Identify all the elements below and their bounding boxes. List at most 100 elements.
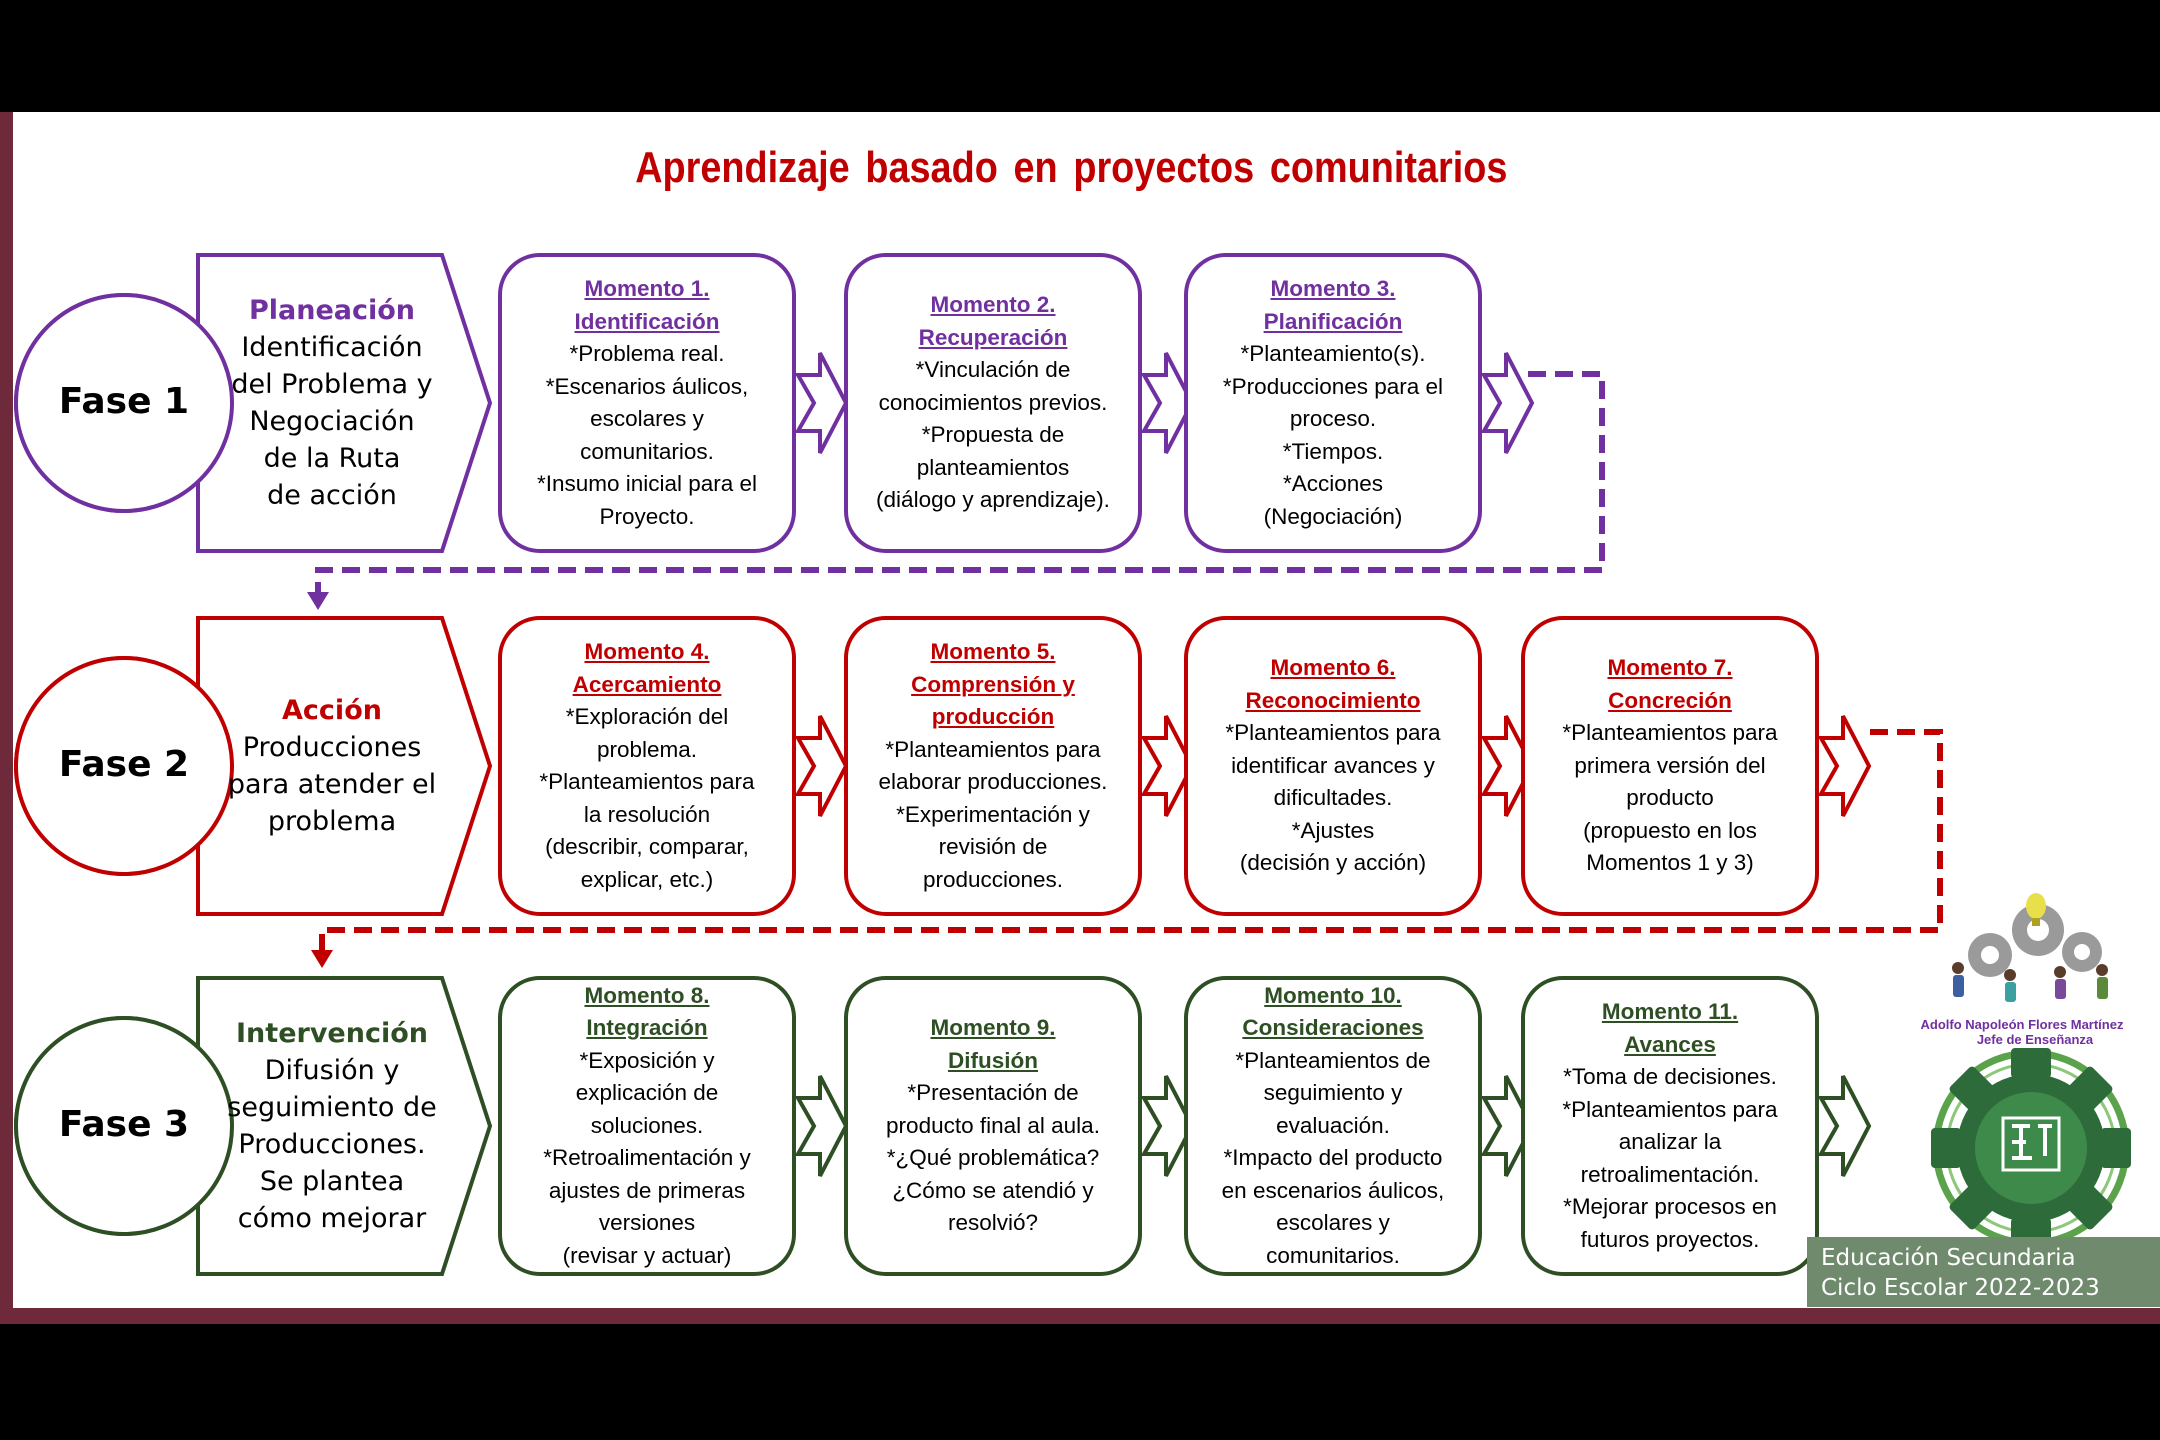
chevron-arrow-icon: [794, 1075, 849, 1177]
momento-title: Comprensión y: [911, 671, 1075, 697]
phase-card: [196, 976, 493, 1276]
momento-line: *Exploración del: [565, 704, 729, 729]
phase-card: [196, 253, 493, 553]
phase-line: Identificación: [241, 332, 423, 363]
momento-title: Momento 4.: [584, 639, 710, 664]
momento-line: (decisión y acción): [1239, 850, 1427, 876]
momento-title: Momento 8.: [584, 982, 710, 1008]
momento-line: elaborar producciones.: [878, 769, 1108, 794]
momento-line: *Producciones para el: [1222, 373, 1444, 399]
momento-title: Integración: [586, 1015, 708, 1041]
fase-circle-front: [14, 1016, 234, 1236]
phase-line: para atender el: [227, 769, 437, 800]
momento-box: [1184, 616, 1482, 916]
momento-line: *Presentación de: [907, 1080, 1079, 1106]
fase-label: Fase 1: [58, 381, 190, 422]
chevron-arrow-icon: [794, 352, 849, 454]
momento-line: conocimientos previos.: [878, 389, 1108, 415]
footer-line-1: Educación Secundaria: [1821, 1245, 2076, 1271]
momento-line: *Ajustes: [1291, 817, 1375, 843]
momento-text: Momento 3.Planificación*Planteamiento(s)…: [1190, 273, 1476, 533]
chevron-arrow-icon: [1140, 1075, 1195, 1177]
momento-text: Momento 7.Concreción*Planteamientos para…: [1527, 652, 1813, 880]
momento-box: [844, 976, 1142, 1276]
momento-line: dificultades.: [1273, 785, 1393, 811]
momento-title: Concreción: [1608, 687, 1732, 713]
momento-line: producto: [1626, 785, 1714, 811]
momento-text: Momento 1.Identificación*Problema real.*…: [504, 273, 790, 533]
connector-phase1-to-phase2: [315, 371, 1605, 594]
left-accent-strip: [0, 112, 13, 1324]
bottom-accent-strip: [0, 1308, 2160, 1324]
momento-line: *Vinculación de: [915, 357, 1071, 383]
seal-emblem: [1931, 1048, 2131, 1248]
phase-line: del Problema y: [231, 369, 433, 400]
momento-title: Recuperación: [918, 324, 1068, 350]
momento-line: evaluación.: [1276, 1112, 1390, 1138]
momento-title: Reconocimiento: [1245, 687, 1421, 713]
momento-line: *Planteamientos de: [1235, 1047, 1431, 1073]
phase-line: de la Ruta: [263, 443, 401, 474]
momento-box: [1184, 976, 1482, 1276]
momento-line: analizar la: [1618, 1129, 1722, 1154]
fase-label: Fase 3: [58, 1104, 190, 1145]
momento-box: [498, 253, 796, 553]
momento-line: *Planteamientos para: [1562, 720, 1778, 746]
phase-line: de acción: [267, 480, 397, 511]
momento-line: *Impacto del producto: [1223, 1145, 1443, 1171]
momento-title: Consideraciones: [1242, 1015, 1424, 1041]
momento-line: (propuesto en los: [1583, 817, 1757, 843]
momento-line: *Retroalimentación y: [543, 1145, 751, 1171]
momento-line: escolares y: [590, 406, 704, 431]
momento-line: comunitarios.: [1266, 1242, 1400, 1268]
momento-line: futuros proyectos.: [1580, 1226, 1760, 1252]
momento-title: Planificación: [1263, 308, 1403, 334]
phase-title: Intervención: [236, 1018, 428, 1049]
momento-text: Momento 10. Consideraciones *Planteamiento…: [1190, 980, 1476, 1273]
momento-line: *Propuesta de: [921, 422, 1065, 448]
momento-text: Momento 2. Recuperación *Vinculación de con…: [850, 289, 1136, 517]
momento-title: Momento 10.: [1264, 982, 1402, 1008]
momento-title: Momento 9.: [930, 1015, 1056, 1041]
connector-arrowhead-icon: [311, 950, 333, 968]
logo-name-line: Adolfo Napoleón Flores Martínez: [1920, 1017, 2124, 1032]
momento-line: *Planteamiento(s).: [1240, 341, 1426, 366]
chevron-arrow-icon: [794, 715, 849, 817]
phase-title: Planeación: [248, 295, 416, 326]
momento-line: *Planteamientos para: [1225, 720, 1441, 746]
momento-line: explicar, etc.): [580, 866, 714, 892]
chevron-arrow-icon: [1480, 352, 1535, 454]
phase-line: problema: [267, 806, 397, 837]
momento-line: *Toma de decisiones.: [1563, 1064, 1777, 1089]
momento-line: retroalimentación.: [1580, 1161, 1760, 1187]
momento-title: Momento 5.: [930, 639, 1056, 664]
connector-arrowhead-icon: [307, 592, 329, 610]
momento-title: Momento 2.: [930, 292, 1056, 318]
momento-line: soluciones.: [590, 1112, 704, 1138]
footer-line-2: Ciclo Escolar 2022-2023: [1821, 1275, 2100, 1301]
logo-role-line: Jefe de Enseñanza: [1976, 1032, 2094, 1047]
phase-card: [196, 616, 493, 916]
momento-line: planteamientos: [916, 454, 1070, 480]
phase-line: Se plantea: [259, 1166, 405, 1197]
momento-line: ¿Cómo se atendió y: [892, 1177, 1094, 1203]
momento-text: Momento 6.Reconocimiento*Planteamientos …: [1190, 652, 1476, 880]
momento-line: *Planteamientos para: [1562, 1096, 1778, 1122]
momento-line: *Insumo inicial para el: [536, 471, 758, 496]
momento-line: en escenarios áulicos,: [1221, 1177, 1445, 1203]
momento-line: la resolución: [583, 801, 711, 827]
phase-line: Difusión y: [264, 1055, 400, 1086]
phase-line: Producciones.: [238, 1129, 426, 1160]
momento-line: seguimiento y: [1263, 1080, 1403, 1106]
momento-line: escolares y: [1276, 1210, 1390, 1236]
momento-line: producciones.: [922, 866, 1064, 892]
momento-box: [1521, 976, 1819, 1276]
momento-line: *Escenarios áulicos,: [545, 373, 749, 399]
momento-line: Momentos 1 y 3): [1586, 850, 1754, 876]
logo-emblem: [1931, 893, 2131, 1248]
